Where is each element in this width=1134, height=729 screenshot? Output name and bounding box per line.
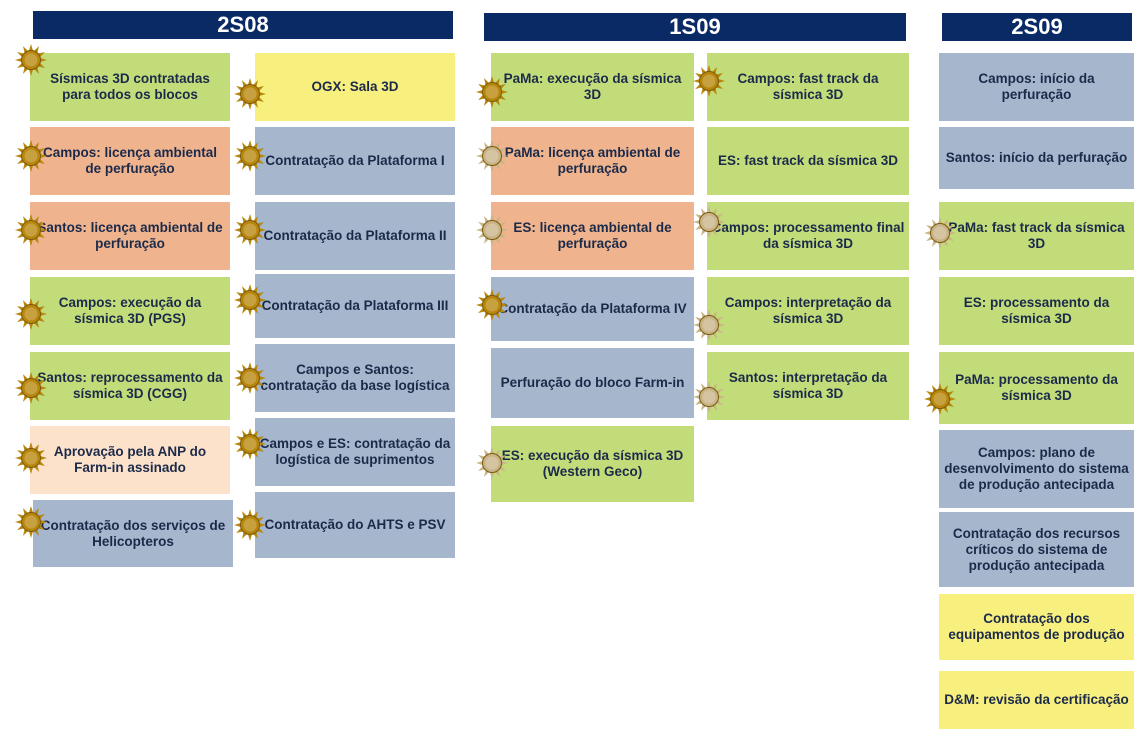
milestone-box: PaMa: fast track da sísmica 3D bbox=[939, 202, 1134, 270]
sun-icon bbox=[233, 508, 267, 542]
header-2s08: 2S08 bbox=[33, 11, 453, 39]
milestone-box: Contratação dos recursos críticos do sis… bbox=[939, 512, 1134, 587]
milestone-box: Contratação dos equipamentos de produção bbox=[939, 594, 1134, 660]
sun-icon bbox=[233, 213, 267, 247]
sun-icon bbox=[692, 380, 726, 414]
sun-icon bbox=[692, 308, 726, 342]
milestone-box: Aprovação pela ANP do Farm-in assinado bbox=[30, 426, 230, 494]
sun-icon bbox=[14, 297, 48, 331]
sun-icon bbox=[692, 205, 726, 239]
sun-icon bbox=[14, 139, 48, 173]
sun-icon bbox=[233, 283, 267, 317]
milestone-box: OGX: Sala 3D bbox=[255, 53, 455, 121]
sun-icon bbox=[233, 427, 267, 461]
milestone-box: PaMa: processamento da sísmica 3D bbox=[939, 352, 1134, 424]
sun-icon bbox=[14, 505, 48, 539]
milestone-box: Campos: fast track da sísmica 3D bbox=[707, 53, 909, 121]
milestone-box: PaMa: execução da sísmica 3D bbox=[491, 53, 694, 121]
milestone-box: Sísmicas 3D contratadas para todos os bl… bbox=[30, 53, 230, 121]
milestone-box: Campos: licença ambiental de perfuração bbox=[30, 127, 230, 195]
sun-icon bbox=[475, 213, 509, 247]
milestone-box: Contratação da Plataforma II bbox=[255, 202, 455, 270]
sun-icon bbox=[923, 216, 957, 250]
milestone-box: Santos: interpretação da sísmica 3D bbox=[707, 352, 909, 420]
sun-icon bbox=[923, 382, 957, 416]
milestone-box: PaMa: licença ambiental de perfuração bbox=[491, 127, 694, 195]
milestone-box: D&M: revisão da certificação bbox=[939, 671, 1134, 729]
milestone-box: Perfuração do bloco Farm-in bbox=[491, 348, 694, 418]
sun-icon bbox=[475, 446, 509, 480]
milestone-box: Campos e Santos: contratação da base log… bbox=[255, 344, 455, 412]
sun-icon bbox=[14, 43, 48, 77]
milestone-box: Campos e ES: contratação da logística de… bbox=[255, 418, 455, 486]
sun-icon bbox=[14, 213, 48, 247]
milestone-box: ES: licença ambiental de perfuração bbox=[491, 202, 694, 270]
header-2s09: 2S09 bbox=[942, 13, 1132, 41]
sun-icon bbox=[692, 64, 726, 98]
milestone-box: Santos: licença ambiental de perfuração bbox=[30, 202, 230, 270]
milestone-box: Contratação da Plataforma I bbox=[255, 127, 455, 195]
milestone-box: Campos: execução da sísmica 3D (PGS) bbox=[30, 277, 230, 345]
sun-icon bbox=[475, 288, 509, 322]
sun-icon bbox=[233, 77, 267, 111]
header-1s09: 1S09 bbox=[484, 13, 906, 41]
milestone-box: Campos: interpretação da sísmica 3D bbox=[707, 277, 909, 345]
milestone-box: Campos: início da perfuração bbox=[939, 53, 1134, 121]
sun-icon bbox=[475, 75, 509, 109]
sun-icon bbox=[233, 361, 267, 395]
sun-icon bbox=[14, 441, 48, 475]
milestone-box: ES: execução da sísmica 3D (Western Geco… bbox=[491, 426, 694, 502]
milestone-box: Santos: início da perfuração bbox=[939, 127, 1134, 189]
milestone-box: Campos: processamento final da sísmica 3… bbox=[707, 202, 909, 270]
milestone-box: Contratação da Plataforma IV bbox=[491, 277, 694, 341]
milestone-box: Santos: reprocessamento da sísmica 3D (C… bbox=[30, 352, 230, 420]
milestone-box: Campos: plano de desenvolvimento do sist… bbox=[939, 430, 1134, 508]
milestone-box: Contratação da Plataforma III bbox=[255, 274, 455, 338]
sun-icon bbox=[233, 139, 267, 173]
sun-icon bbox=[14, 371, 48, 405]
milestone-box: ES: fast track da sísmica 3D bbox=[707, 127, 909, 195]
milestone-box: Contratação dos serviços de Helicopteros bbox=[33, 500, 233, 567]
milestone-box: ES: processamento da sísmica 3D bbox=[939, 277, 1134, 345]
milestone-box: Contratação do AHTS e PSV bbox=[255, 492, 455, 558]
sun-icon bbox=[475, 139, 509, 173]
